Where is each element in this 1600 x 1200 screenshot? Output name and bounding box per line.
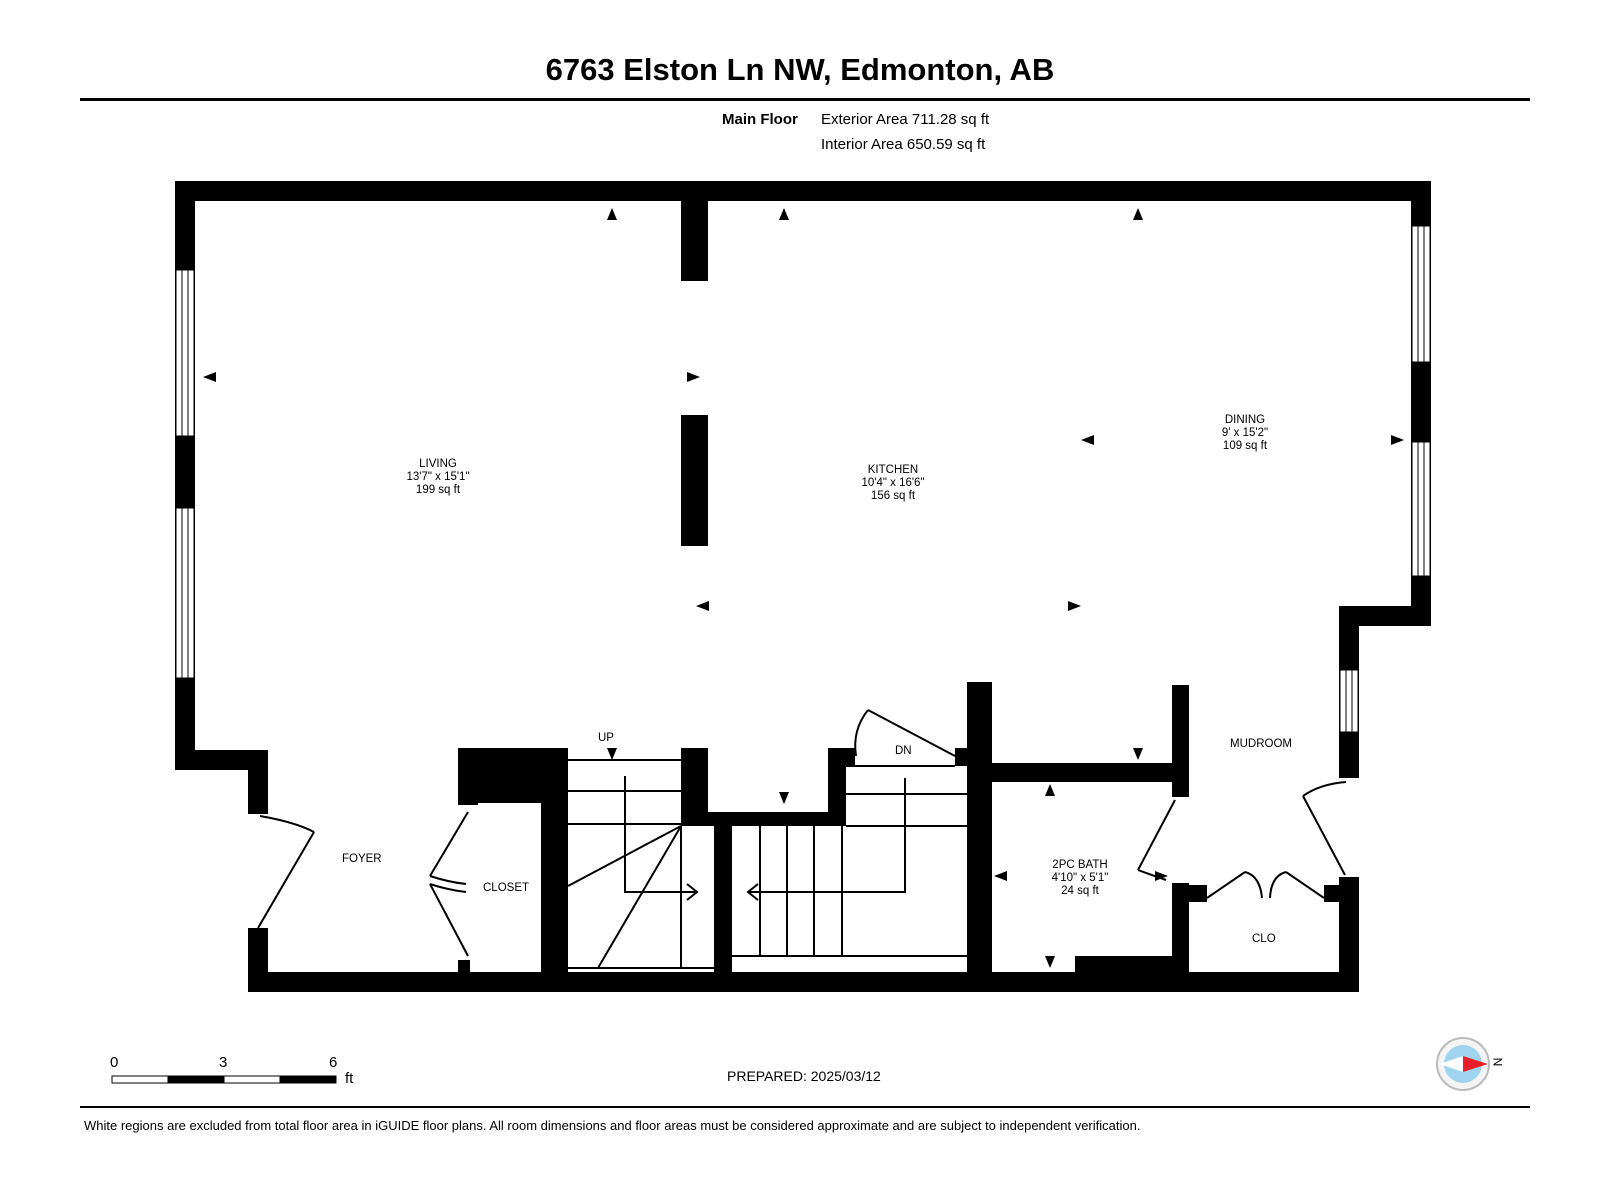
scale-bar <box>111 1075 337 1084</box>
page-title: 6763 Elston Ln NW, Edmonton, AB <box>545 52 1055 87</box>
exterior-area: Exterior Area 711.28 sq ft <box>821 111 990 128</box>
room-bath: 2PC BATH 4'10" x 5'1" 24 sq ft <box>1052 859 1109 898</box>
room-name: DINING <box>1224 414 1266 426</box>
room-kitchen: KITCHEN 10'4" x 16'6" 156 sq ft <box>861 464 924 503</box>
room-name: LIVING <box>419 458 457 470</box>
bottom-rule <box>80 1106 1530 1108</box>
room-area: 24 sq ft <box>1061 885 1099 897</box>
doors <box>257 709 1347 957</box>
room-living: LIVING 13'7" x 15'1" 199 sq ft <box>406 458 469 497</box>
interior-walls <box>458 201 1341 975</box>
room-dims: 4'10" x 5'1" <box>1051 872 1109 884</box>
interior-area: Interior Area 650.59 sq ft <box>821 136 986 153</box>
compass-icon <box>1436 1037 1490 1091</box>
label-closet: CLOSET <box>483 882 530 894</box>
room-area: 199 sq ft <box>415 484 461 496</box>
label-dn: DN <box>895 745 912 757</box>
exterior-walls <box>175 181 1431 992</box>
measurement-arrows <box>203 208 1404 968</box>
scale-unit: ft <box>345 1070 354 1087</box>
footer-disclaimer: White regions are excluded from total fl… <box>84 1118 1141 1133</box>
label-clo: CLO <box>1252 933 1276 945</box>
label-foyer: FOYER <box>342 853 382 865</box>
scale-tick-0: 0 <box>110 1054 119 1071</box>
room-area: 109 sq ft <box>1222 440 1268 452</box>
compass-label: N <box>1490 1057 1505 1067</box>
windows <box>175 225 1431 733</box>
room-dims: 13'7" x 15'1" <box>406 471 470 483</box>
stairs <box>567 759 967 969</box>
scale-tick-6: 6 <box>329 1054 338 1071</box>
floor-name: Main Floor <box>722 111 798 128</box>
label-mudroom: MUDROOM <box>1230 738 1292 750</box>
top-rule <box>80 98 1530 101</box>
room-name: KITCHEN <box>867 464 919 476</box>
room-name: 2PC BATH <box>1052 859 1108 871</box>
room-dims: 10'4" x 16'6" <box>861 477 925 489</box>
room-dims: 9' x 15'2" <box>1221 427 1269 439</box>
scale-tick-3: 3 <box>219 1054 228 1071</box>
prepared-date: PREPARED: 2025/03/12 <box>727 1068 881 1084</box>
room-area: 156 sq ft <box>870 490 916 502</box>
room-dining: DINING 9' x 15'2" 109 sq ft <box>1222 414 1268 453</box>
label-up: UP <box>598 732 614 744</box>
